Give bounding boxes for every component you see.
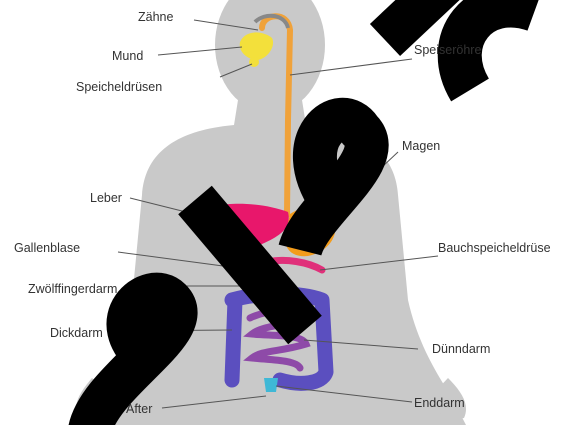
label-mund: Mund — [112, 49, 143, 63]
label-leber: Leber — [90, 191, 122, 205]
label-after: After — [126, 402, 152, 416]
label-gallenblase: Gallenblase — [14, 241, 80, 255]
label-duenndarm: Dünndarm — [432, 342, 490, 356]
rectum — [264, 378, 278, 392]
label-dickdarm: Dickdarm — [50, 326, 103, 340]
label-bauchspeicheldruese: Bauchspeicheldrüse — [438, 241, 551, 255]
label-enddarm: Enddarm — [414, 396, 465, 410]
label-zwoelffingerdarm: Zwölffingerdarm — [28, 282, 117, 296]
salivary-glands — [249, 57, 259, 67]
label-magen: Magen — [402, 139, 440, 153]
label-zaehne: Zähne — [138, 10, 173, 24]
label-speiseroehre: Speiseröhre — [414, 43, 481, 57]
label-speicheldruesen: Speicheldrüsen — [76, 80, 162, 94]
